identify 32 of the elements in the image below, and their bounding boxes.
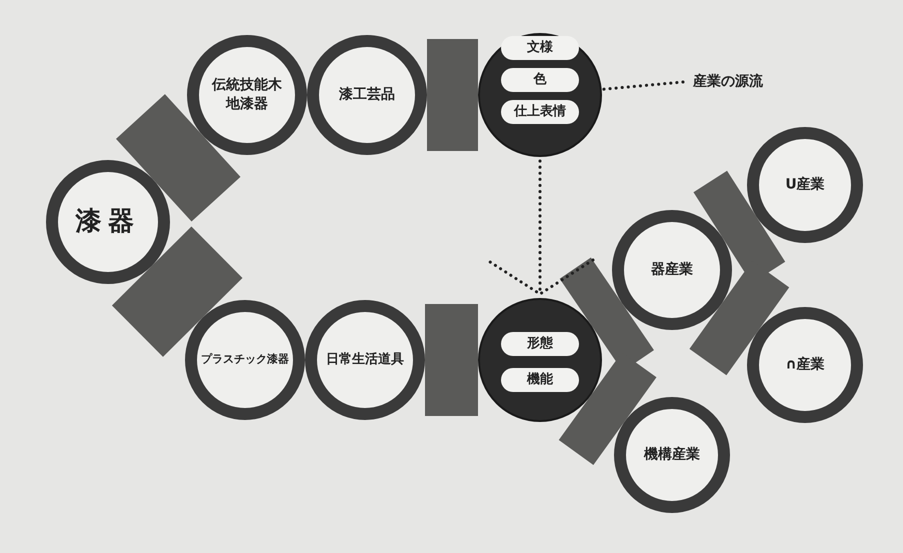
dark-circle	[478, 33, 602, 157]
ring-circle	[612, 210, 732, 330]
connecting-band	[427, 39, 478, 151]
pill-label: 文様	[501, 36, 579, 60]
node-label: 漆器	[74, 205, 142, 238]
pill-label: 仕上表情	[501, 100, 579, 124]
node-label: プラスチック漆器	[200, 352, 290, 368]
pill-label: 形態	[501, 332, 579, 356]
leader-line	[600, 80, 684, 91]
dotted-arrow	[486, 160, 594, 296]
ring-circle	[747, 307, 863, 423]
connecting-band	[425, 304, 478, 416]
ring-circle	[46, 160, 170, 284]
node-label: 漆工芸品	[338, 86, 396, 104]
callout-text: 産業の源流	[687, 71, 769, 93]
connecting-band	[116, 94, 240, 222]
node-label: 日常生活道具	[325, 351, 405, 369]
ring-circle	[614, 397, 730, 513]
connecting-band	[112, 226, 242, 357]
node-label: ∩産業	[784, 356, 826, 374]
node-label: 器産業	[650, 260, 694, 280]
pill-label: 機能	[501, 368, 579, 392]
node-label: 機構産業	[642, 446, 701, 464]
ring-circle	[307, 35, 427, 155]
pill-label: 色	[501, 68, 579, 92]
node-label: 伝統技能木地漆器	[212, 76, 282, 114]
ring-circle	[747, 127, 863, 243]
node-label: U産業	[784, 176, 826, 194]
ring-circle	[185, 300, 305, 420]
dark-circle	[478, 298, 602, 422]
ring-circle	[187, 35, 307, 155]
ring-circle	[305, 300, 425, 420]
